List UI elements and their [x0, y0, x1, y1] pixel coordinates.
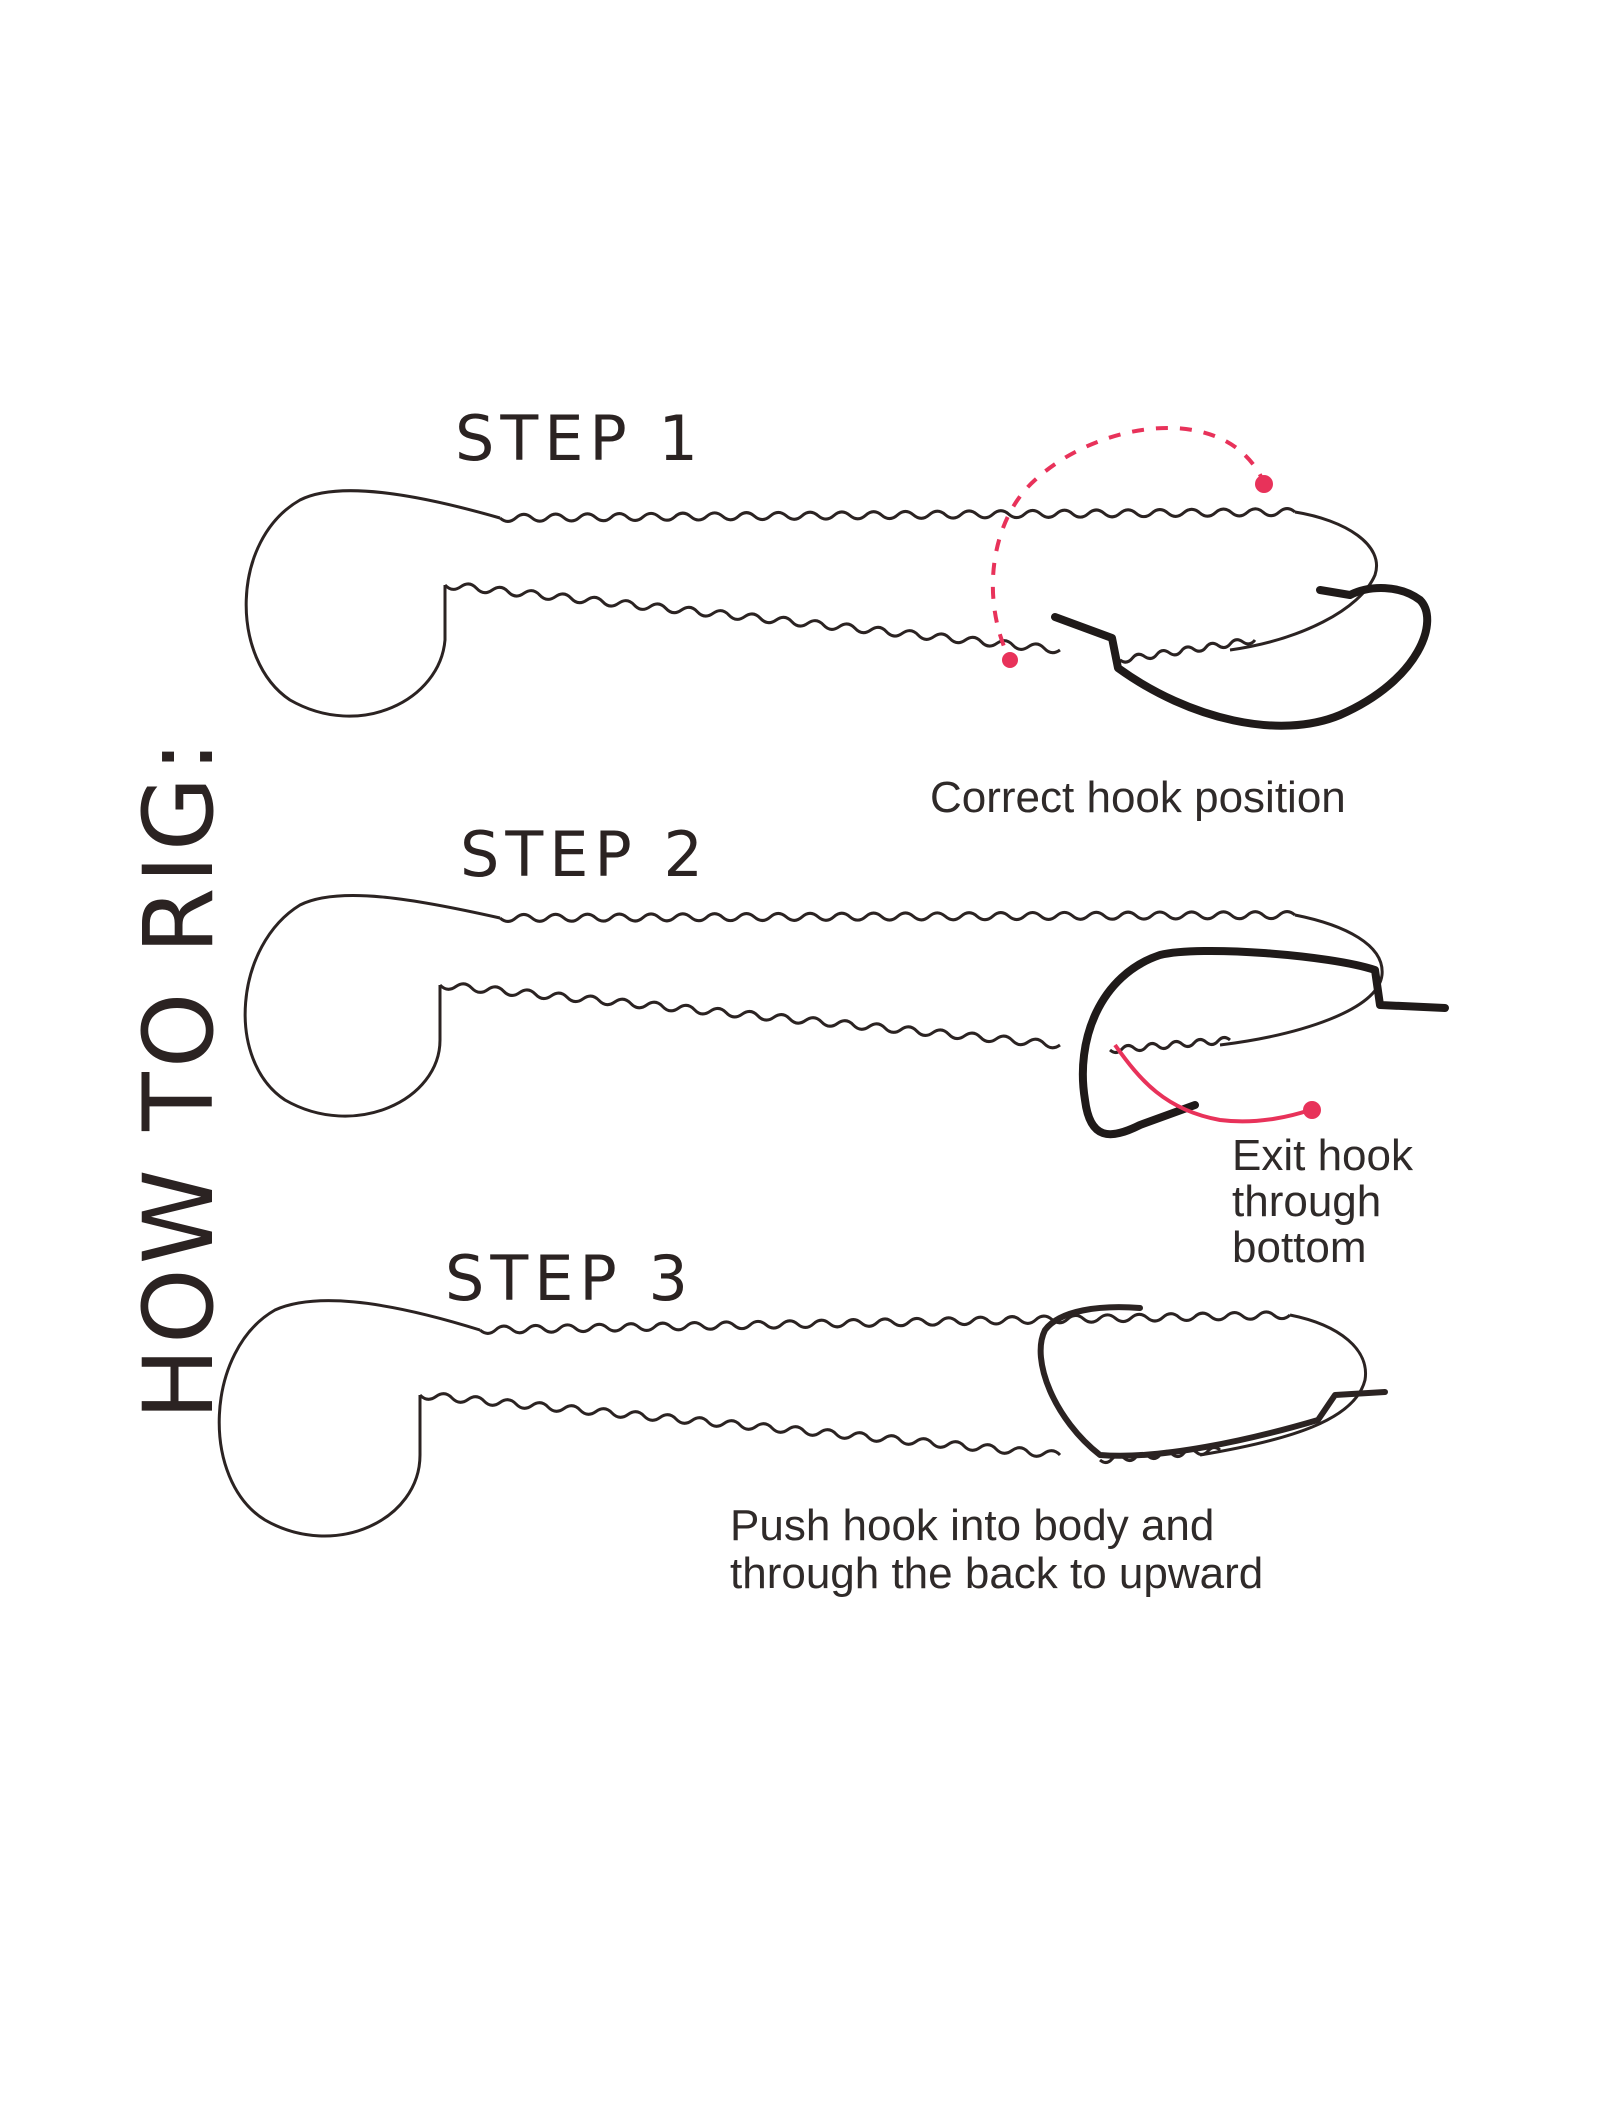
step-1-worm-tail-edge [1119, 638, 1257, 664]
step-2-caption-line-3: bottom [1232, 1223, 1367, 1272]
step-1: STEP 1 [244, 402, 1432, 730]
page-title: HOW TO RIG: [123, 736, 235, 1420]
step-2-caption: Exit hook through bottom [1232, 1131, 1425, 1272]
step-3-label: STEP 3 [445, 1242, 694, 1315]
step-2-exit-path [1113, 1043, 1311, 1124]
step-1-worm-outline [244, 489, 501, 718]
step-1-caption-line-1: Correct hook position [930, 773, 1346, 822]
step-1-worm-bottom-edge [443, 582, 1061, 655]
step-1-hook [1051, 584, 1432, 730]
step-2-exit-dot [1303, 1101, 1321, 1119]
step-2-worm-tail [1219, 913, 1384, 1047]
step-3-worm-outline [217, 1299, 481, 1538]
step-1-entry-arc [990, 426, 1267, 661]
step-2-worm-bottom-edge [438, 982, 1061, 1050]
step-2-caption-line-2: through [1232, 1177, 1381, 1226]
step-1-caption: Correct hook position [930, 773, 1346, 822]
step-1-label: STEP 1 [455, 402, 704, 475]
step-3-worm-tail [1199, 1313, 1368, 1457]
step-2-label: STEP 2 [460, 818, 709, 891]
step-2-caption-line-1: Exit hook [1232, 1131, 1414, 1180]
step-3-hook [1037, 1304, 1388, 1459]
step-3-caption: Push hook into body and through the back… [730, 1501, 1263, 1598]
step-3-worm-top-edge [479, 1310, 1292, 1335]
step-3: STEP 3 [217, 1242, 1388, 1538]
step-1-exit-dot [1255, 475, 1273, 493]
step-1-worm-top-edge [499, 507, 1296, 523]
step-3-caption-line-2: through the back to upward [730, 1549, 1263, 1598]
step-3-caption-line-1: Push hook into body and [730, 1501, 1214, 1550]
step-2-hook [1078, 946, 1449, 1139]
step-2: STEP 2 [243, 818, 1449, 1139]
step-3-worm-bottom-edge [418, 1392, 1062, 1458]
step-1-entry-dot [1002, 652, 1018, 668]
step-2-worm-outline [243, 893, 501, 1118]
step-2-worm-tail-edge [1109, 1036, 1231, 1054]
step-1-worm-tail [1229, 510, 1378, 652]
step-2-worm-top-edge [499, 910, 1296, 923]
